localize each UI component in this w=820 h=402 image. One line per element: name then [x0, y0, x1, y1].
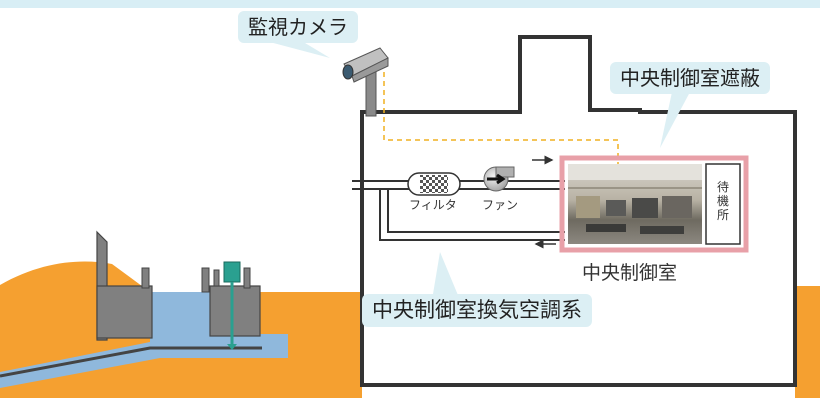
top-band	[0, 0, 820, 8]
ventilation-callout: 中央制御室換気空調系	[362, 294, 592, 327]
ground-right	[795, 286, 820, 398]
control-room-label: 中央制御室	[582, 262, 678, 284]
structure-post-3	[243, 267, 251, 289]
camera-cable	[383, 72, 619, 168]
pump-impeller	[227, 344, 237, 350]
standby-room	[705, 163, 741, 245]
control-room-photo	[568, 164, 702, 244]
ventilation-callout-pointer	[432, 252, 460, 300]
filter-icon	[407, 172, 461, 196]
camera-icon	[342, 47, 389, 83]
structure-post-4	[213, 269, 220, 287]
standby-room-text: 待機所	[716, 180, 729, 222]
shield-callout-pointer	[660, 92, 690, 148]
fan-icon	[483, 166, 515, 192]
structure-block-right	[209, 285, 261, 337]
camera-callout-pointer	[262, 40, 330, 58]
intake-pipe	[0, 346, 262, 378]
duct-return-outer	[379, 189, 565, 241]
structure-post-1	[141, 267, 150, 289]
filter-label: フィルタ	[409, 198, 457, 212]
camera-callout: 監視カメラ	[238, 11, 358, 43]
standby-room-label: 待機所	[714, 180, 732, 222]
pump-motor	[223, 261, 241, 283]
fan-label: ファン	[482, 198, 519, 212]
control-room-shield	[559, 155, 749, 253]
structure-block-left	[96, 285, 153, 339]
shield-callout: 中央制御室遮蔽	[610, 62, 770, 94]
structure-post-2	[201, 267, 210, 293]
duct-return-inner	[387, 189, 565, 233]
